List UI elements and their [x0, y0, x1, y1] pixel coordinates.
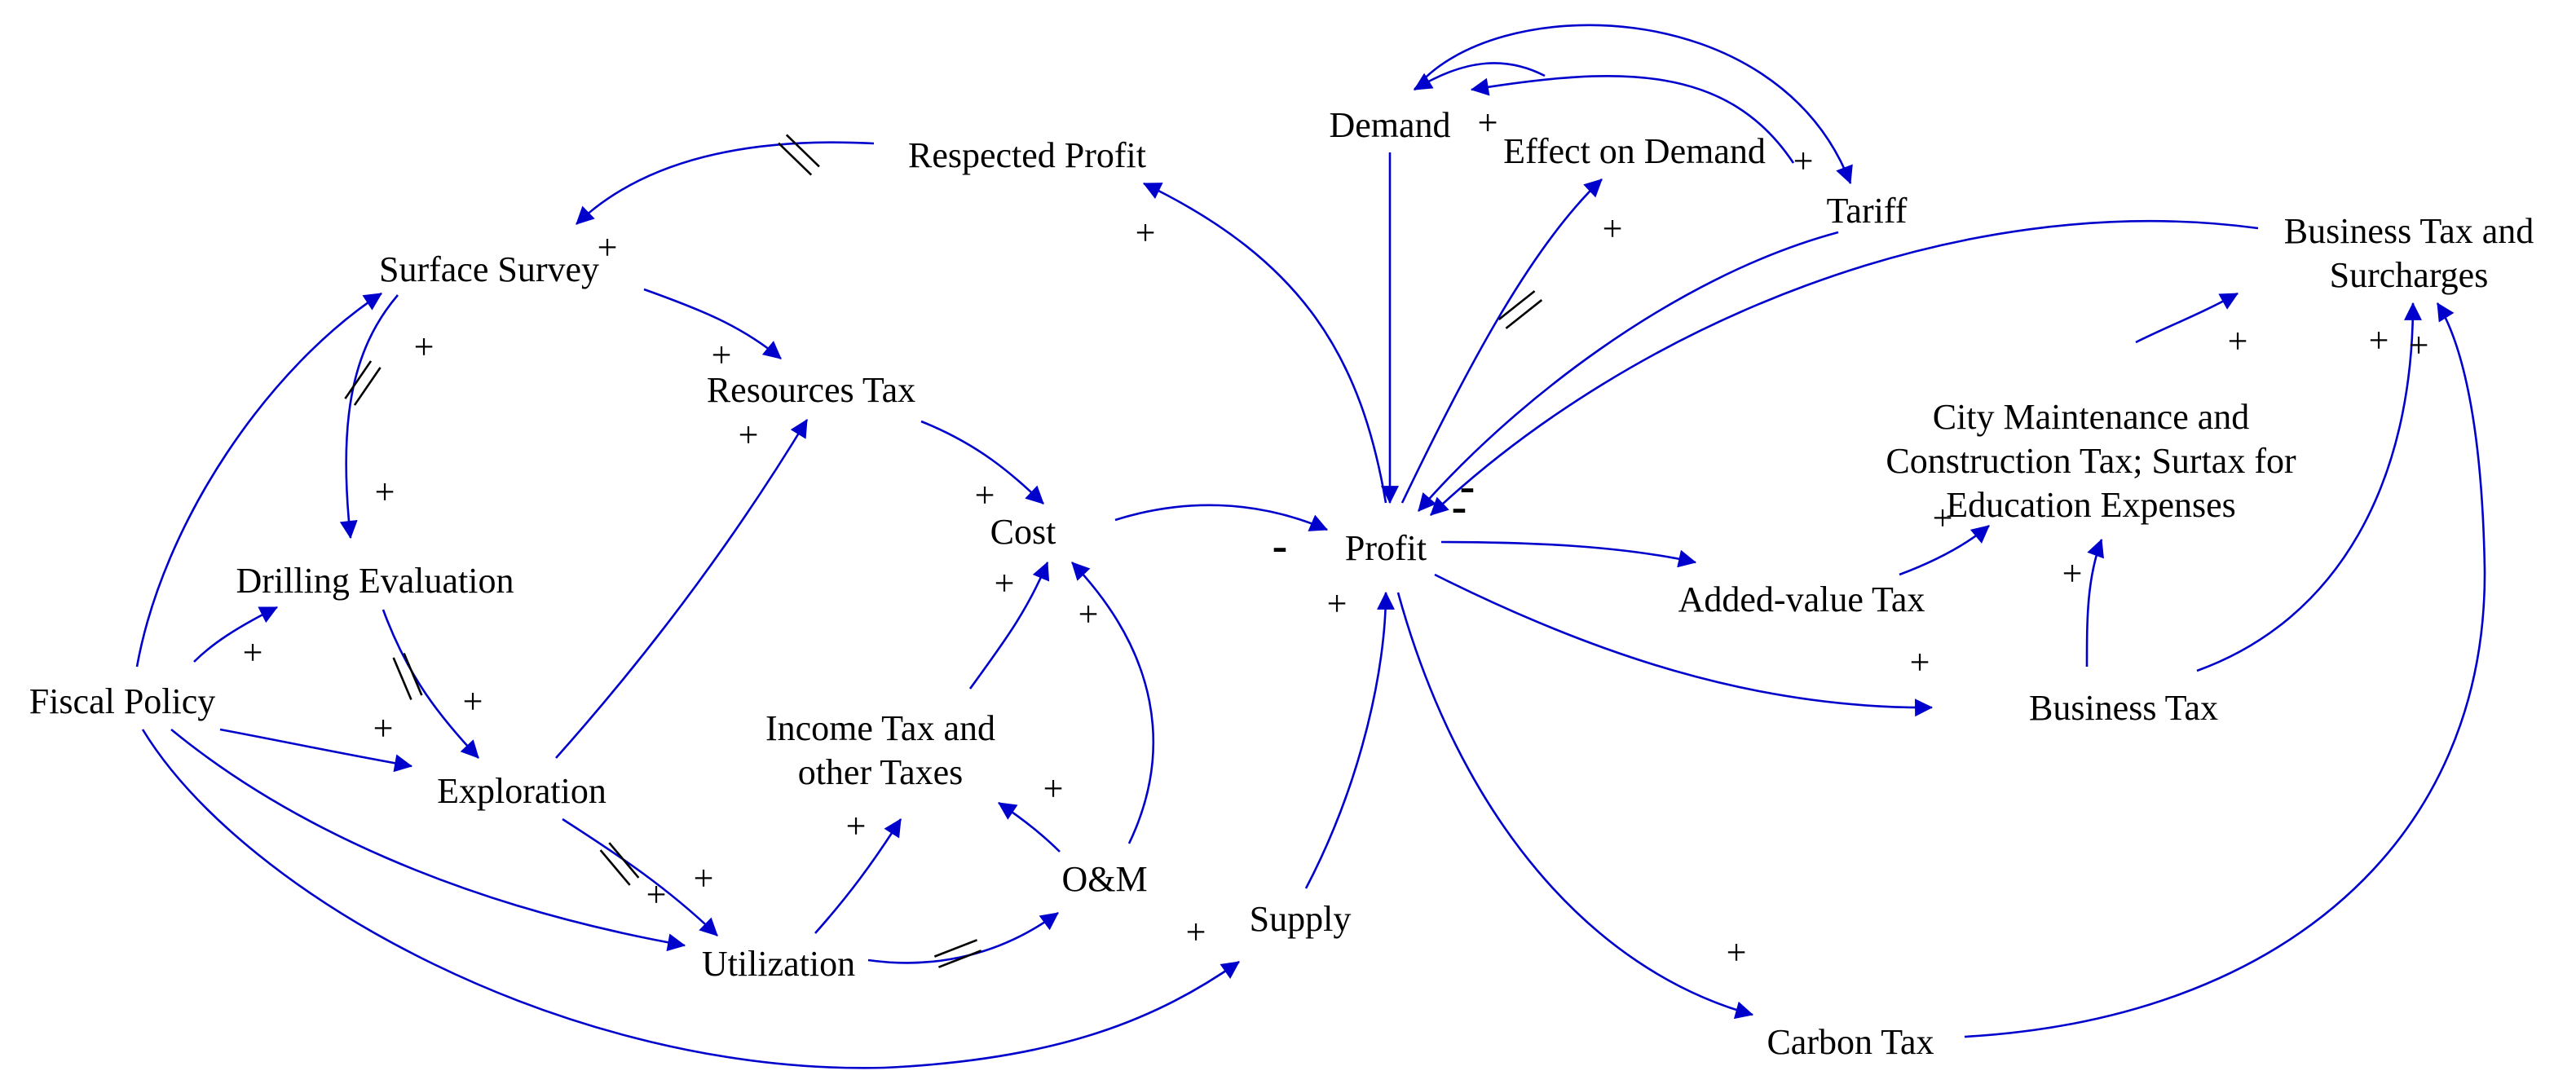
link-surface-survey-to-drilling-evaluation [339, 294, 399, 540]
node-om: O&M [1061, 859, 1147, 899]
link-exploration-to-utilization [562, 817, 718, 936]
node-profit: Profit [1345, 528, 1427, 568]
polarity-surface-survey-to-drilling-evaluation: + [375, 472, 395, 512]
link-profit-to-business-tax [1434, 573, 1934, 717]
polarity-profit-to-respected-profit: + [1136, 213, 1156, 253]
polarity-fiscal-policy-to-utilization: + [646, 875, 667, 914]
polarity-business-tax-to-city-maintenance-tax: + [2062, 553, 2083, 593]
node-utilization: Utilization [702, 944, 855, 984]
link-demand-to-tariff [1413, 24, 1853, 185]
node-fiscal-policy: Fiscal Policy [29, 681, 216, 721]
link-profit-to-added-value-tax [1440, 540, 1697, 568]
link-om-to-cost [1071, 562, 1154, 844]
link-carbon-tax-to-business-tax-surcharges [1964, 302, 2486, 1038]
link-utilization-to-income-tax [814, 818, 902, 934]
polarity-tariff-to-profit: - [1452, 482, 1467, 532]
node-cost: Cost [990, 512, 1056, 552]
polarity-effect-on-demand-to-demand: + [1478, 103, 1498, 143]
polarity-utilization-to-income-tax: + [846, 806, 867, 846]
link-exploration-to-resources-tax [555, 419, 809, 759]
polarity-supply-to-profit: + [1327, 584, 1348, 624]
link-business-tax-to-city-maintenance-tax [2085, 538, 2104, 668]
polarity-markers: ++++++--+++++-++++++++++++++++++ [243, 103, 2429, 972]
polarity-profit-to-business-tax: + [1910, 642, 1930, 682]
link-drilling-evaluation-to-exploration [382, 609, 479, 759]
link-business-tax-to-business-tax-surcharges [2196, 302, 2422, 672]
link-fiscal-policy-to-drilling-evaluation [193, 606, 278, 663]
node-exploration: Exploration [437, 771, 607, 811]
link-resources-tax-to-cost [920, 420, 1044, 505]
delay-mark-exploration-to-utilization [599, 842, 640, 886]
delay-mark-profit-to-effect-on-demand [1498, 290, 1543, 329]
link-respected-profit-to-surface-survey [576, 141, 875, 225]
link-fiscal-policy-to-supply [141, 729, 1240, 1069]
link-supply-to-profit [1304, 591, 1395, 889]
link-tariff-to-profit [1418, 231, 1839, 512]
link-profit-to-respected-profit [1143, 182, 1387, 504]
link-fiscal-policy-to-exploration [219, 728, 413, 773]
delay-mark-drilling-evaluation-to-exploration [392, 652, 423, 701]
polarity-fiscal-policy-to-surface-survey: + [414, 327, 434, 367]
polarity-om-to-cost: + [1078, 594, 1099, 634]
link-business-tax-surcharges-to-profit [1430, 219, 2259, 516]
polarity-added-value-tax-to-city-maintenance-tax: + [1933, 498, 1953, 538]
link-profit-to-effect-on-demand [1400, 178, 1603, 504]
polarity-tariff-to-effect-on-demand: + [1478, 103, 1498, 143]
polarity-fiscal-policy-to-supply: + [1186, 912, 1206, 952]
causal-links [135, 24, 2486, 1069]
link-fiscal-policy-to-utilization [170, 728, 686, 952]
polarity-profit-to-carbon-tax: + [1727, 932, 1747, 972]
polarity-cost-to-profit: - [1273, 521, 1288, 571]
link-profit-to-carbon-tax [1396, 592, 1754, 1020]
node-drilling-evaluation: Drilling Evaluation [236, 561, 514, 601]
polarity-carbon-tax-to-business-tax-surcharges: + [2409, 325, 2429, 365]
node-respected-profit: Respected Profit [908, 135, 1146, 175]
polarity-surface-survey-to-resources-tax: + [712, 335, 732, 375]
polarity-respected-profit-to-surface-survey: + [598, 227, 618, 267]
link-city-maintenance-tax-to-business-tax-surcharges [2135, 292, 2239, 344]
link-income-tax-to-cost [968, 561, 1050, 690]
polarity-demand-to-tariff: + [1793, 141, 1814, 181]
link-om-to-income-tax [998, 801, 1061, 853]
link-cost-to-profit [1114, 504, 1329, 531]
delay-mark-respected-profit-to-surface-survey [778, 134, 820, 176]
polarity-business-tax-surcharges-to-profit: - [1460, 461, 1475, 512]
polarity-business-tax-to-business-tax-surcharges: + [2369, 320, 2389, 360]
link-tariff-to-effect-on-demand [1470, 75, 1795, 164]
node-surface-survey: Surface Survey [379, 249, 599, 289]
link-added-value-tax-to-city-maintenance-tax [1899, 525, 1990, 576]
node-carbon-tax: Carbon Tax [1767, 1022, 1934, 1062]
delay-mark-utilization-to-om [933, 939, 982, 968]
polarity-resources-tax-to-cost: + [975, 475, 995, 515]
polarity-drilling-evaluation-to-exploration: + [463, 681, 483, 721]
polarity-fiscal-policy-to-exploration: + [373, 708, 394, 748]
delay-mark-surface-survey-to-drilling-evaluation [344, 360, 382, 406]
node-supply: Supply [1250, 899, 1352, 939]
link-effect-on-demand-to-demand [1414, 62, 1546, 91]
link-fiscal-policy-to-surface-survey [135, 292, 382, 668]
node-resources-tax: Resources Tax [707, 370, 915, 410]
node-tariff: Tariff [1827, 191, 1908, 231]
polarity-exploration-to-resources-tax: + [739, 415, 759, 455]
node-business-tax: Business Tax [2029, 688, 2218, 728]
node-demand: Demand [1329, 105, 1450, 145]
link-surface-survey-to-resources-tax [643, 288, 782, 359]
polarity-income-tax-to-cost: + [995, 563, 1015, 603]
polarity-city-maintenance-tax-to-business-tax-surcharges: + [2228, 321, 2248, 361]
polarity-om-to-income-tax: + [1043, 769, 1064, 809]
polarity-exploration-to-utilization: + [694, 858, 714, 898]
node-added-value-tax: Added-value Tax [1678, 579, 1925, 619]
link-utilization-to-om [867, 911, 1059, 964]
polarity-fiscal-policy-to-drilling-evaluation: + [243, 632, 263, 672]
node-effect-on-demand: Effect on Demand [1503, 131, 1766, 171]
polarity-profit-to-effect-on-demand: + [1603, 209, 1623, 249]
